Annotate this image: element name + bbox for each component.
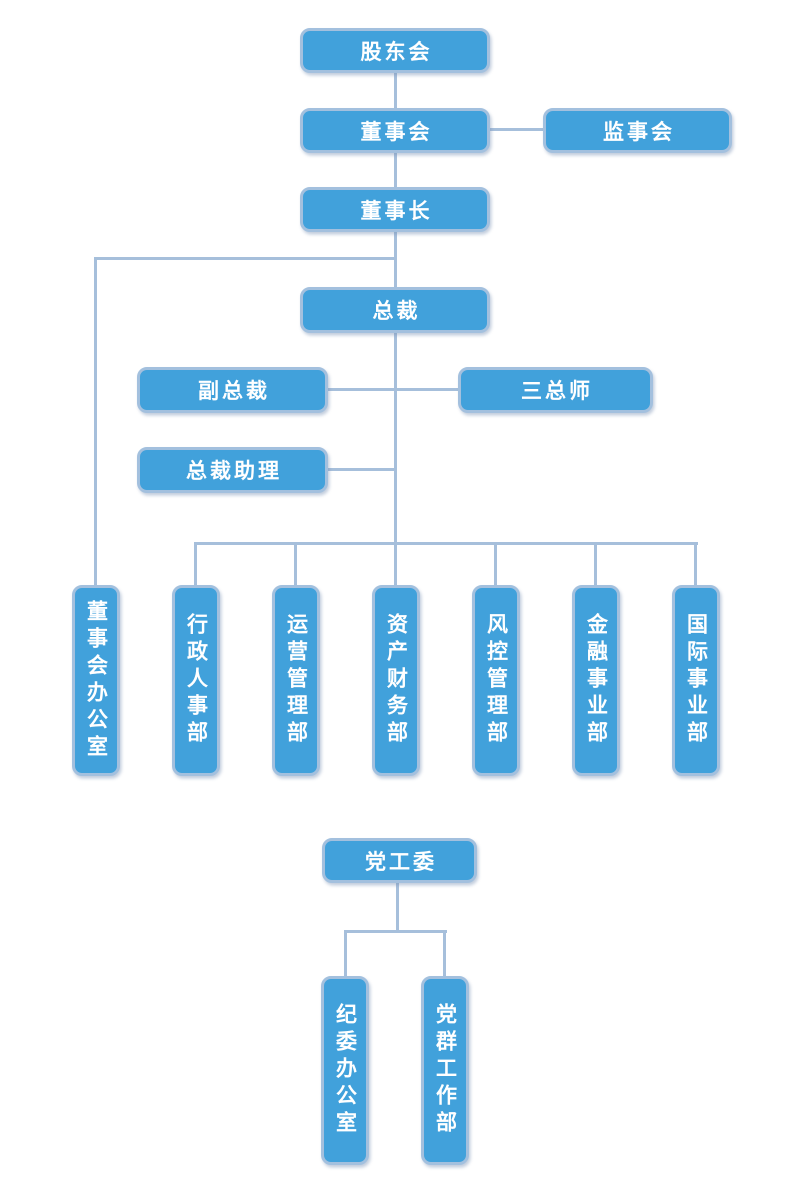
connector-line <box>394 230 397 290</box>
connector-line <box>494 542 497 587</box>
node-party-mass-work-dept: 党群工作部 <box>421 976 469 1165</box>
node-label: 三总师 <box>521 380 593 403</box>
connector-line <box>594 542 597 587</box>
node-operations-mgmt-dept: 运营管理部 <box>272 585 320 776</box>
node-risk-control-dept: 风控管理部 <box>472 585 520 776</box>
node-board-of-directors: 董事会 <box>300 108 490 153</box>
node-label: 总裁助理 <box>186 460 282 483</box>
node-party-work-committee: 党工委 <box>322 838 477 883</box>
connector-line <box>94 257 97 588</box>
node-vice-president: 副总裁 <box>137 367 328 413</box>
connector-line <box>394 70 397 111</box>
connector-line <box>488 128 546 131</box>
node-label: 资产财务部 <box>384 613 408 748</box>
connector-line <box>194 542 197 587</box>
node-admin-hr-dept: 行政人事部 <box>172 585 220 776</box>
connector-line <box>344 930 347 978</box>
connector-line <box>326 468 397 471</box>
node-label: 党群工作部 <box>433 1003 457 1138</box>
connector-line <box>194 542 698 545</box>
connector-line <box>396 881 399 932</box>
node-three-chief-engineers: 三总师 <box>458 367 653 413</box>
connector-line <box>694 542 697 587</box>
node-financial-business-dept: 金融事业部 <box>572 585 620 776</box>
node-label: 股东会 <box>360 40 433 64</box>
node-label: 董事会办公室 <box>84 599 108 762</box>
node-label: 监事会 <box>603 120 675 144</box>
node-shareholders-meeting: 股东会 <box>300 28 490 73</box>
connector-line <box>326 388 460 391</box>
connector-line <box>94 257 397 260</box>
node-label: 金融事业部 <box>584 613 608 748</box>
node-label: 董事长 <box>360 199 433 223</box>
node-asset-finance-dept: 资产财务部 <box>372 585 420 776</box>
node-label: 行政人事部 <box>184 613 208 748</box>
node-label: 国际事业部 <box>684 613 708 748</box>
node-label: 风控管理部 <box>484 613 508 748</box>
node-international-business-dept: 国际事业部 <box>672 585 720 776</box>
node-label: 纪委办公室 <box>333 1003 357 1138</box>
node-discipline-committee-office: 纪委办公室 <box>321 976 369 1165</box>
node-label: 党工委 <box>365 850 437 874</box>
node-board-office: 董事会办公室 <box>72 585 120 776</box>
connector-line <box>443 930 446 978</box>
node-label: 副总裁 <box>198 380 270 403</box>
node-president-assistant: 总裁助理 <box>137 447 328 493</box>
node-supervisory-board: 监事会 <box>543 108 732 153</box>
node-label: 总裁 <box>372 300 421 323</box>
node-label: 运营管理部 <box>284 613 308 748</box>
node-chairman: 董事长 <box>300 187 490 232</box>
node-president: 总裁 <box>300 287 490 333</box>
node-label: 董事会 <box>360 120 433 144</box>
connector-line <box>294 542 297 587</box>
connector-line <box>344 930 447 933</box>
connector-line <box>394 151 397 190</box>
connector-line <box>394 331 397 587</box>
